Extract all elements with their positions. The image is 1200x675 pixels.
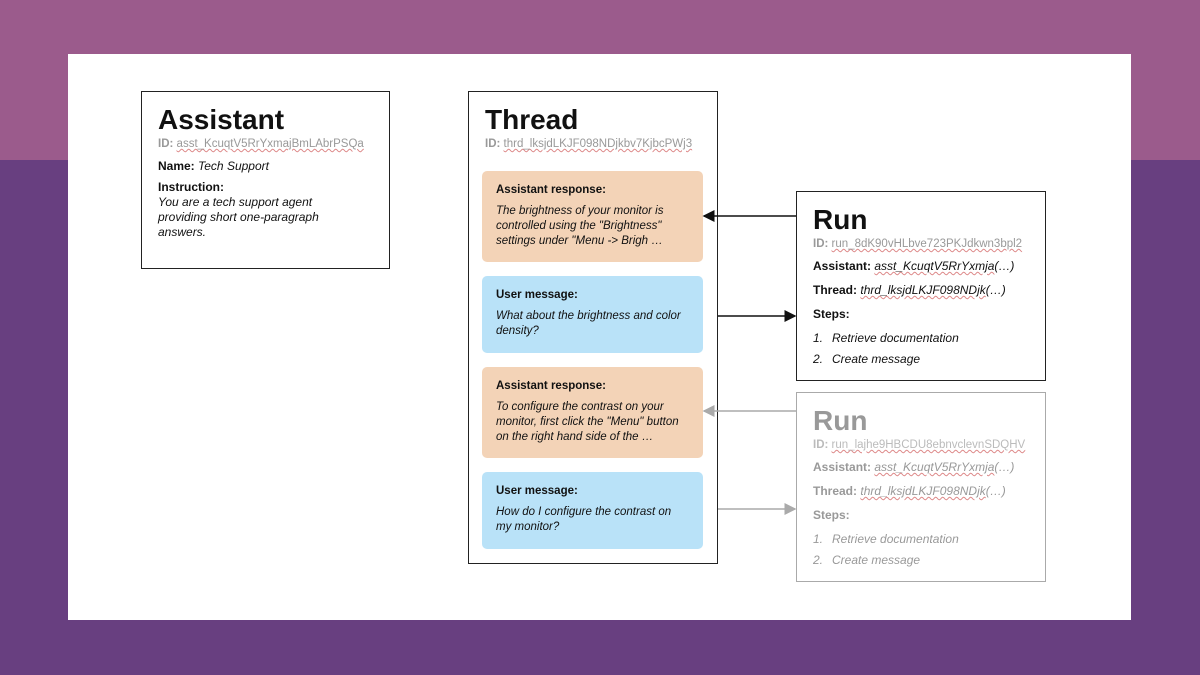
instruction-value: You are a tech support agent providing s… xyxy=(158,195,319,239)
message-text: The brightness of your monitor is contro… xyxy=(496,205,664,247)
run-steps-label: Steps: xyxy=(813,508,1029,523)
run-assistant: Assistant: asst_KcuqtV5RrYxmja(…) xyxy=(813,259,1029,274)
step-text: Retrieve documentation xyxy=(832,532,959,546)
id-value: thrd_lksjdLKJF098NDjkbv7KjbcPWj3 xyxy=(503,138,693,150)
step-text: Retrieve documentation xyxy=(832,331,959,345)
thread-message-assistant: Assistant response: The brightness of you… xyxy=(482,171,703,262)
thread-id: ID: thrd_lksjdLKJF098NDjkbv7KjbcPWj3 xyxy=(485,138,701,150)
message-heading: User message: xyxy=(496,485,578,497)
run-box-previous: Run ID: run_lajhe9HBCDU8ebnvclevnSDQHV A… xyxy=(796,392,1046,582)
assistant-label: Assistant: xyxy=(813,460,872,474)
run-box-active: Run ID: run_8dK90vHLbve723PKJdkwn3bpl2 A… xyxy=(796,191,1046,381)
id-value: run_lajhe9HBCDU8ebnvclevnSDQHV xyxy=(831,439,1026,451)
run-steps: 1. Retrieve documentation 2. Create messag… xyxy=(813,529,1029,571)
instruction-label: Instruction: xyxy=(158,180,224,194)
step-text: Create message xyxy=(832,352,921,366)
run-id: ID: run_8dK90vHLbve723PKJdkwn3bpl2 xyxy=(813,238,1029,250)
step: 2. Create message xyxy=(813,349,1029,370)
id-label: ID: xyxy=(813,439,829,451)
step-number: 1. xyxy=(813,331,824,345)
id-value: asst_KcuqtV5RrYxmajBmLAbrPSQa xyxy=(176,138,364,150)
message-heading: Assistant response: xyxy=(496,184,606,196)
message-heading: Assistant response: xyxy=(496,380,606,392)
ellipsis: (…) xyxy=(985,283,1006,297)
thread-message-user: User message: How do I configure the cont… xyxy=(482,472,703,549)
run-steps: 1. Retrieve documentation 2. Create messag… xyxy=(813,328,1029,370)
ellipsis: (…) xyxy=(994,460,1015,474)
assistant-title: Assistant xyxy=(158,104,285,135)
thread-message-user: User message: What about the brightness a… xyxy=(482,276,703,353)
thread-ref: thrd_lksjdLKJF098NDjk xyxy=(860,283,986,297)
assistant-ref: asst_KcuqtV5RrYxmja xyxy=(874,259,995,273)
step-number: 2. xyxy=(813,352,824,366)
thread-label: Thread: xyxy=(813,484,858,498)
message-heading: User message: xyxy=(496,289,578,301)
id-label: ID: xyxy=(813,238,829,250)
id-label: ID: xyxy=(485,138,501,150)
step-number: 2. xyxy=(813,553,824,567)
step: 1. Retrieve documentation xyxy=(813,328,1029,349)
thread-ref: thrd_lksjdLKJF098NDjk xyxy=(860,484,986,498)
message-text: How do I configure the contrast on my mo… xyxy=(496,506,672,533)
thread-title: Thread xyxy=(485,104,579,135)
step: 1. Retrieve documentation xyxy=(813,529,1029,550)
run-assistant: Assistant: asst_KcuqtV5RrYxmja(…) xyxy=(813,460,1029,475)
message-text: What about the brightness and color dens… xyxy=(496,310,681,337)
run-thread: Thread: thrd_lksjdLKJF098NDjk(…) xyxy=(813,283,1029,298)
run-title: Run xyxy=(813,405,868,436)
name-label: Name: xyxy=(158,159,195,173)
ellipsis: (…) xyxy=(985,484,1006,498)
assistant-box: Assistant ID: asst_KcuqtV5RrYxmajBmLAbrP… xyxy=(141,91,390,269)
id-value: run_8dK90vHLbve723PKJdkwn3bpl2 xyxy=(831,238,1023,250)
run-steps-label: Steps: xyxy=(813,307,1029,322)
steps-label: Steps: xyxy=(813,307,850,321)
assistant-label: Assistant: xyxy=(813,259,872,273)
id-label: ID: xyxy=(158,138,174,150)
step: 2. Create message xyxy=(813,550,1029,571)
assistant-instruction: Instruction:You are a tech support agent… xyxy=(158,180,373,240)
step-text: Create message xyxy=(832,553,921,567)
ellipsis: (…) xyxy=(994,259,1015,273)
thread-label: Thread: xyxy=(813,283,858,297)
run-title: Run xyxy=(813,204,868,235)
name-value: Tech Support xyxy=(198,159,269,173)
thread-message-assistant: Assistant response: To configure the cont… xyxy=(482,367,703,458)
assistant-id: ID: asst_KcuqtV5RrYxmajBmLAbrPSQa xyxy=(158,138,373,150)
run-id: ID: run_lajhe9HBCDU8ebnvclevnSDQHV xyxy=(813,439,1029,451)
message-text: To configure the contrast on your monito… xyxy=(496,401,679,443)
assistant-name: Name: Tech Support xyxy=(158,159,373,174)
steps-label: Steps: xyxy=(813,508,850,522)
assistant-ref: asst_KcuqtV5RrYxmja xyxy=(874,460,995,474)
step-number: 1. xyxy=(813,532,824,546)
run-thread: Thread: thrd_lksjdLKJF098NDjk(…) xyxy=(813,484,1029,499)
